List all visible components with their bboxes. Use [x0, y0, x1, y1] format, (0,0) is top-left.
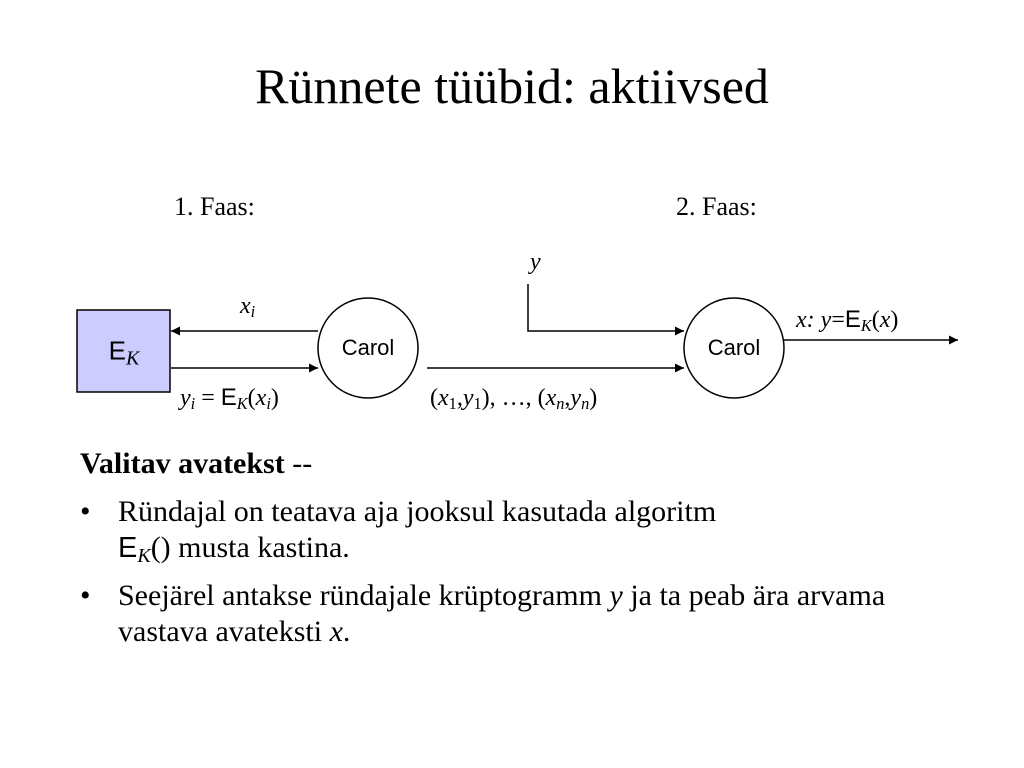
- phase-1-label: 1. Faas:: [174, 192, 255, 221]
- pairs-label: (x1,y1), …, (xn,yn): [430, 385, 598, 414]
- challenge-label: y: [530, 249, 541, 275]
- response-label: yi = EK(xi): [180, 384, 279, 414]
- oracle-box: [76, 309, 171, 393]
- function-symbol: EK: [118, 532, 151, 567]
- bullet-item-2: • Seejärel antakse ründajale krüptogramm…: [80, 579, 886, 648]
- bullet-list: • Ründajal on teatava aja jooksul kasuta…: [80, 494, 980, 650]
- oracle-label: EK: [108, 335, 140, 370]
- slide-title: Rünnete tüübid: aktiivsed: [255, 58, 769, 114]
- challenge-arrow: [527, 284, 684, 336]
- bullet-marker: •: [80, 579, 91, 612]
- carol-node-2: [683, 297, 785, 399]
- slide-body: Valitav avatekst -- • Ründajal on teatav…: [80, 446, 980, 662]
- phase-2-label: 2. Faas:: [676, 192, 757, 221]
- carol-label-2: Carol: [707, 335, 761, 360]
- output-label: x: y=EK(x): [796, 306, 899, 336]
- bullet-marker: •: [80, 495, 91, 528]
- carol-label-1: Carol: [341, 335, 395, 360]
- section-heading: Valitav avatekst --: [80, 447, 313, 480]
- bullet-item-1: • Ründajal on teatava aja jooksul kasuta…: [80, 495, 717, 567]
- query-label: xi: [240, 293, 256, 322]
- carol-node-1: [317, 297, 419, 399]
